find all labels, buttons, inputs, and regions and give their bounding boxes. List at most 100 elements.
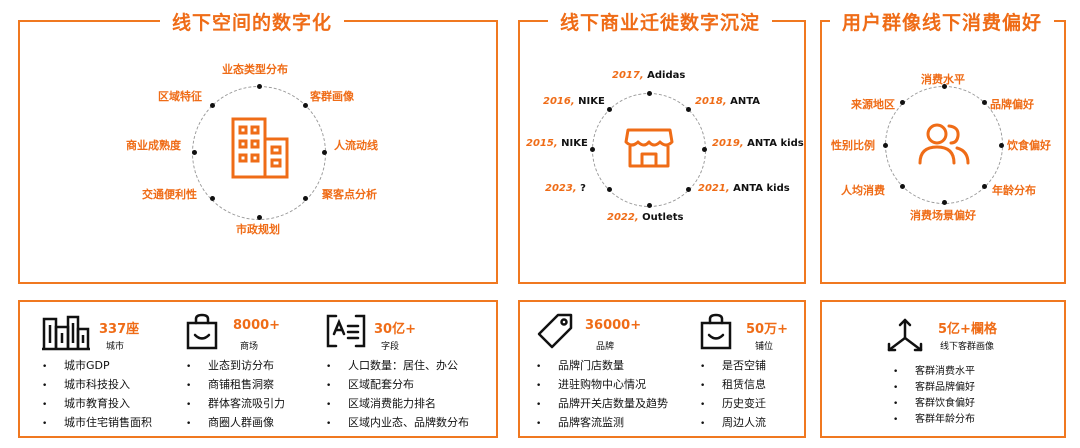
stat-field-unit: 字段	[381, 342, 400, 352]
stats-panel-customer	[820, 300, 1066, 438]
timeline-2022: 2022, Outlets	[607, 212, 684, 223]
list-item: 周边人流	[700, 414, 766, 433]
orbit-dot	[210, 103, 215, 108]
timeline-2015: 2015, NIKE	[526, 138, 588, 149]
panel-title: 线下商业迁徙数字沉淀	[548, 8, 773, 35]
orbit-dot	[210, 196, 215, 201]
label-per-capita: 人均消费	[841, 184, 885, 197]
list-item: 商铺租售洞察	[186, 376, 285, 395]
timeline-2016: 2016, NIKE	[543, 96, 605, 107]
label-age-distribution: 年龄分布	[992, 184, 1036, 197]
orbit-dot	[702, 147, 707, 152]
stat-brand-unit: 品牌	[596, 342, 615, 352]
list-item: 区域内业态、品牌数分布	[326, 414, 469, 433]
users-icon	[918, 123, 970, 165]
timeline-2023: 2023, ?	[545, 183, 586, 194]
label-scene-preference: 消费场景偏好	[910, 209, 976, 222]
timeline-2021: 2021, ANTA kids	[698, 183, 790, 194]
panel-user-preferences: 用户群像线下消费偏好	[820, 8, 1066, 284]
field-metrics-list: 人口数量：居住、办公 区域配套分布 区域消费能力排名 区域内业态、品牌数分布	[326, 357, 469, 433]
label-customer-profile: 客群画像	[310, 90, 354, 103]
list-item: 商圈人群画像	[186, 414, 285, 433]
orbit-dot	[607, 187, 612, 192]
text-field-icon	[326, 314, 366, 348]
label-transport: 交通便利性	[142, 188, 197, 201]
stat-city-count: 337座	[99, 322, 140, 337]
orbit-dot	[999, 143, 1004, 148]
stat-field-count: 30亿+	[374, 322, 416, 337]
list-item: 租赁信息	[700, 376, 766, 395]
stats-panel-brand	[518, 300, 806, 438]
list-item: 品牌客流监测	[536, 414, 668, 433]
orbit-dot	[686, 107, 691, 112]
stat-shop-count: 50万+	[746, 322, 788, 337]
label-foot-traffic: 人流动线	[334, 139, 378, 152]
orbit-dot	[900, 184, 905, 189]
label-gender-ratio: 性别比例	[831, 139, 875, 152]
stat-tag-count: 5亿+欄格	[938, 322, 997, 337]
list-item: 品牌开关店数量及趋势	[536, 395, 668, 414]
orbit-dot	[303, 196, 308, 201]
orbit-dot	[900, 100, 905, 105]
list-item: 群体客流吸引力	[186, 395, 285, 414]
list-item: 客群年龄分布	[893, 412, 975, 428]
timeline-2019: 2019, ANTA kids	[712, 138, 804, 149]
stat-brand-count: 36000+	[585, 318, 642, 333]
stat-city-unit: 城市	[106, 342, 125, 352]
label-source-region: 来源地区	[851, 98, 895, 111]
panel-commerce-migration: 线下商业迁徙数字沉淀	[518, 8, 806, 284]
orbit-dot	[942, 200, 947, 205]
list-item: 区域消费能力排名	[326, 395, 469, 414]
timeline-2017: 2017, Adidas	[612, 70, 686, 81]
list-item: 城市GDP	[42, 357, 152, 376]
orbit-dot	[982, 184, 987, 189]
orbit-dot	[883, 143, 888, 148]
label-food-preference: 饮食偏好	[1007, 139, 1051, 152]
city-metrics-list: 城市GDP 城市科技投入 城市教育投入 城市住宅销售面积	[42, 357, 152, 433]
label-spending-level: 消费水平	[921, 73, 965, 86]
list-item: 客群饮食偏好	[893, 396, 975, 412]
stat-shop-unit: 铺位	[755, 342, 774, 352]
label-format-distribution: 业态类型分布	[222, 63, 288, 76]
list-item: 区域配套分布	[326, 376, 469, 395]
city-buildings-icon	[42, 315, 90, 351]
list-item: 人口数量：居住、办公	[326, 357, 469, 376]
orbit-dot	[607, 107, 612, 112]
brand-metrics-list: 品牌门店数量 进驻购物中心情况 品牌开关店数量及趋势 品牌客流监测	[536, 357, 668, 433]
list-item: 进驻购物中心情况	[536, 376, 668, 395]
shopping-bag-icon	[186, 313, 218, 350]
orbit-dot	[647, 203, 652, 208]
stat-mall-unit: 商场	[240, 342, 259, 352]
orbit-dot	[686, 187, 691, 192]
orbit-dot	[942, 84, 947, 89]
orbit-dot	[590, 147, 595, 152]
label-gathering-point: 聚客点分析	[322, 188, 377, 201]
timeline-2018: 2018, ANTA	[695, 96, 761, 107]
panel-offline-space: 线下空间的数字化	[18, 8, 498, 284]
orbit-dot	[257, 84, 262, 89]
list-item: 品牌门店数量	[536, 357, 668, 376]
orbit-dot	[303, 103, 308, 108]
orbit-dot	[322, 150, 327, 155]
panel-title: 用户群像线下消费偏好	[830, 8, 1055, 35]
label-business-maturity: 商业成熟度	[126, 139, 181, 152]
label-regional-features: 区域特征	[158, 90, 202, 103]
stat-tag-unit: 线下客群画像	[940, 342, 995, 352]
list-item: 城市科技投入	[42, 376, 152, 395]
shopping-bag-icon	[700, 313, 732, 350]
orbit-dot	[982, 100, 987, 105]
building-icon	[231, 117, 289, 179]
mall-metrics-list: 业态到访分布 商铺租售洞察 群体客流吸引力 商圈人群画像	[186, 357, 285, 433]
list-item: 城市住宅销售面积	[42, 414, 152, 433]
shop-metrics-list: 是否空铺 租赁信息 历史变迁 周边人流	[700, 357, 766, 433]
list-item: 客群消费水平	[893, 364, 975, 380]
list-item: 城市教育投入	[42, 395, 152, 414]
orbit-dot	[257, 215, 262, 220]
three-way-arrows-icon	[887, 318, 923, 352]
list-item: 客群品牌偏好	[893, 380, 975, 396]
orbit-dot	[192, 150, 197, 155]
store-icon	[624, 128, 674, 168]
label-brand-preference: 品牌偏好	[990, 98, 1034, 111]
orbit-dot	[647, 91, 652, 96]
list-item: 历史变迁	[700, 395, 766, 414]
